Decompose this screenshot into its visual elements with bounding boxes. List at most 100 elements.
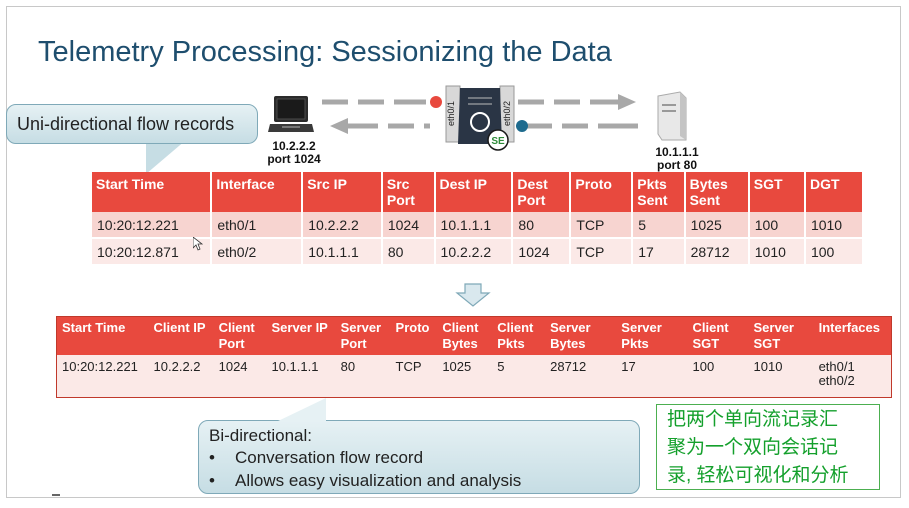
table-cell: 1024 xyxy=(381,212,436,239)
server-port: port 80 xyxy=(656,158,697,172)
server-icon xyxy=(657,91,687,141)
server-label: 10.1.1.1 port 80 xyxy=(648,146,706,172)
note-line: 录, 轻松可视化和分析 xyxy=(667,465,849,486)
table-cell: 10.2.2.2 xyxy=(148,355,214,398)
flow-header-cell: DGT xyxy=(804,172,865,212)
table-cell: 100 xyxy=(804,238,865,264)
interface-left-label: eth0/1 xyxy=(446,101,456,126)
session-header-cell: Client Bytes xyxy=(437,316,493,355)
session-header-cell: Client IP xyxy=(148,316,214,355)
mouse-cursor-icon xyxy=(193,237,203,251)
flow-header-cell: Pkts Sent xyxy=(632,172,686,212)
session-header-cell: Server Bytes xyxy=(545,316,617,355)
table-cell: 80 xyxy=(381,238,436,264)
session-header-cell: Client Port xyxy=(213,316,267,355)
table-cell: 1010 xyxy=(804,212,865,239)
table-row: 10:20:12.221 eth0/1 10.2.2.2 1024 10.1.1… xyxy=(92,212,865,239)
table-cell: 80 xyxy=(512,212,572,239)
table-cell: 28712 xyxy=(684,238,750,264)
note-line: 把两个单向流记录汇 xyxy=(667,409,839,430)
table-cell: 5 xyxy=(492,355,546,398)
table-cell: 1010 xyxy=(748,355,814,398)
switch-badge: SE xyxy=(491,136,505,147)
table-cell: 1025 xyxy=(437,355,493,398)
callout-bi-heading: Bi-directional: xyxy=(209,426,312,445)
table-cell: 1024 xyxy=(512,238,572,264)
flow-header-cell: Src IP xyxy=(302,172,383,212)
session-table-header-row: Start Time Client IP Client Port Server … xyxy=(56,316,892,355)
callout-bi-item: Allows easy visualization and analysis xyxy=(235,471,522,490)
interface-value: eth0/1 xyxy=(818,359,855,374)
table-cell: 100 xyxy=(748,212,806,239)
table-cell: 1025 xyxy=(684,212,750,239)
client-port: port 1024 xyxy=(267,152,321,166)
flow-records-table: Start Time Interface Src IP Src Port Des… xyxy=(92,172,865,264)
flow-table-header-row: Start Time Interface Src IP Src Port Des… xyxy=(92,172,865,212)
table-cell: 1010 xyxy=(748,238,806,264)
flow-header-cell: Start Time xyxy=(92,172,213,212)
client-label: 10.2.2.2 port 1024 xyxy=(262,140,326,166)
table-cell: TCP xyxy=(570,212,634,239)
bullet-icon: • xyxy=(209,448,215,467)
flow-arrows xyxy=(322,94,638,134)
annotation-note: 把两个单向流记录汇 聚为一个双向会话记 录, 轻松可视化和分析 xyxy=(656,404,880,490)
session-header-cell: Start Time xyxy=(56,316,149,355)
callout-uni-directional: Uni-directional flow records xyxy=(6,104,258,144)
table-cell: 10.2.2.2 xyxy=(434,238,514,264)
table-cell: 17 xyxy=(632,238,686,264)
session-header-cell: Client Pkts xyxy=(492,316,546,355)
flow-header-cell: Dest Port xyxy=(512,172,572,212)
callout-bi-bullet: • Allows easy visualization and analysis xyxy=(209,471,521,491)
table-cell: 10:20:12.221 xyxy=(56,355,149,398)
table-cell: 10:20:12.871 xyxy=(92,238,213,264)
table-row: 10:20:12.871 eth0/2 10.1.1.1 80 10.2.2.2… xyxy=(92,238,865,264)
table-cell: 10.2.2.2 xyxy=(302,212,383,239)
session-header-cell: Server SGT xyxy=(748,316,814,355)
server-ip: 10.1.1.1 xyxy=(655,145,699,159)
table-cell: 1024 xyxy=(213,355,267,398)
table-cell: eth0/1 xyxy=(211,212,304,239)
flow-header-cell: Src Port xyxy=(381,172,436,212)
interface-right-label: eth0/2 xyxy=(502,101,512,126)
interface-value: eth0/2 xyxy=(818,373,855,388)
table-cell: 5 xyxy=(632,212,686,239)
flow-header-cell: Dest IP xyxy=(434,172,514,212)
table-cell: 10.1.1.1 xyxy=(302,238,383,264)
session-header-cell: Proto xyxy=(390,316,438,355)
table-cell: 80 xyxy=(335,355,391,398)
table-cell: 10:20:12.221 xyxy=(92,212,213,239)
flow-header-cell: Interface xyxy=(211,172,304,212)
table-cell: eth0/2 xyxy=(211,238,304,264)
session-record-table: Start Time Client IP Client Port Server … xyxy=(56,316,892,398)
session-header-cell: Server Port xyxy=(335,316,391,355)
flow-header-cell: Proto xyxy=(570,172,634,212)
session-header-cell: Server IP xyxy=(266,316,336,355)
switch-device-icon: SE eth0/1 eth0/2 xyxy=(445,85,515,151)
laptop-icon xyxy=(268,96,314,132)
table-cell: TCP xyxy=(570,238,634,264)
table-cell: TCP xyxy=(390,355,438,398)
flow-header-cell: Bytes Sent xyxy=(684,172,750,212)
table-cell: 100 xyxy=(687,355,749,398)
table-cell: 10.1.1.1 xyxy=(266,355,336,398)
down-arrow-icon xyxy=(455,283,491,307)
footer-mark xyxy=(52,494,60,496)
session-header-cell: Server Pkts xyxy=(616,316,688,355)
table-row: 10:20:12.221 10.2.2.2 1024 10.1.1.1 80 T… xyxy=(56,355,892,398)
callout-uni-tail xyxy=(146,140,186,174)
callout-uni-text: Uni-directional flow records xyxy=(17,114,235,134)
table-cell: 10.1.1.1 xyxy=(434,212,514,239)
bullet-icon: • xyxy=(209,471,215,490)
table-cell: 17 xyxy=(616,355,688,398)
flow-header-cell: SGT xyxy=(748,172,806,212)
slide-title: Telemetry Processing: Sessionizing the D… xyxy=(38,36,612,68)
note-line: 聚为一个双向会话记 xyxy=(667,437,839,458)
callout-bi-bullet: • Conversation flow record xyxy=(209,448,423,468)
interfaces-cell: eth0/1 eth0/2 xyxy=(813,355,892,398)
callout-bi-item: Conversation flow record xyxy=(235,448,424,467)
session-header-cell: Interfaces xyxy=(813,316,892,355)
table-cell: 28712 xyxy=(545,355,617,398)
callout-bi-directional: Bi-directional: • Conversation flow recor… xyxy=(198,420,640,494)
session-header-cell: Client SGT xyxy=(687,316,749,355)
